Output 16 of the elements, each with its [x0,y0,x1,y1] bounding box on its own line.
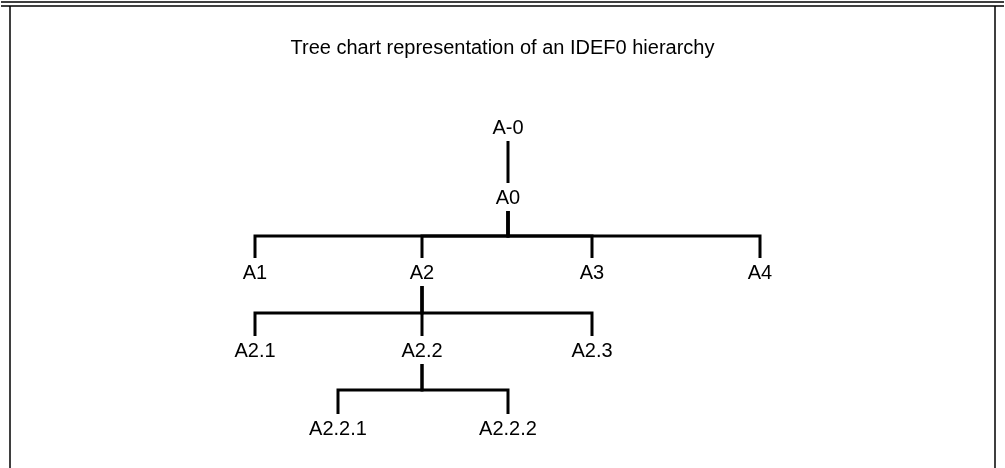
node-label: A3 [579,261,605,283]
node-label: A2.1 [234,339,276,361]
tree-connector [506,211,762,258]
node-label: A2.2.1 [309,417,367,439]
tree-connector [420,364,510,414]
node-label: A2.2.2 [479,417,537,439]
node-label: A2.2 [401,339,443,361]
node-label: A-0 [492,116,524,138]
node-label: A0 [495,186,521,208]
tree-connector [506,141,510,183]
node-label: A2 [409,261,435,283]
tree-connector [420,286,594,336]
node-label: A2.3 [571,339,613,361]
node-label: A1 [242,261,268,283]
diagram-title: Tree chart representation of an IDEF0 hierarchy [289,36,716,59]
node-label: A4 [747,261,773,283]
